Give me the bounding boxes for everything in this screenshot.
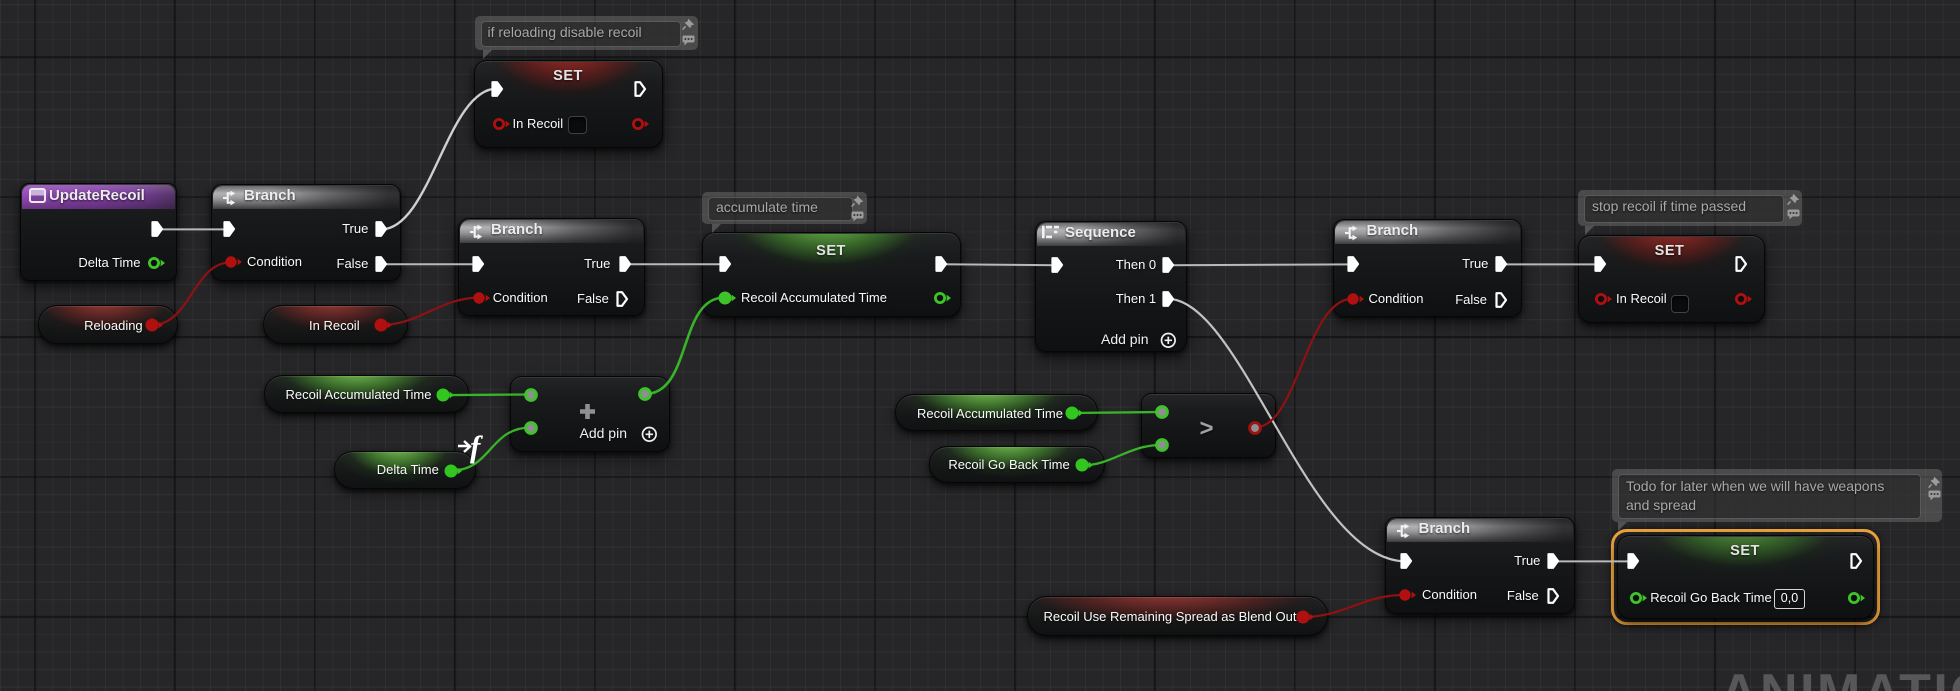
svg-text:f: f bbox=[470, 431, 483, 464]
